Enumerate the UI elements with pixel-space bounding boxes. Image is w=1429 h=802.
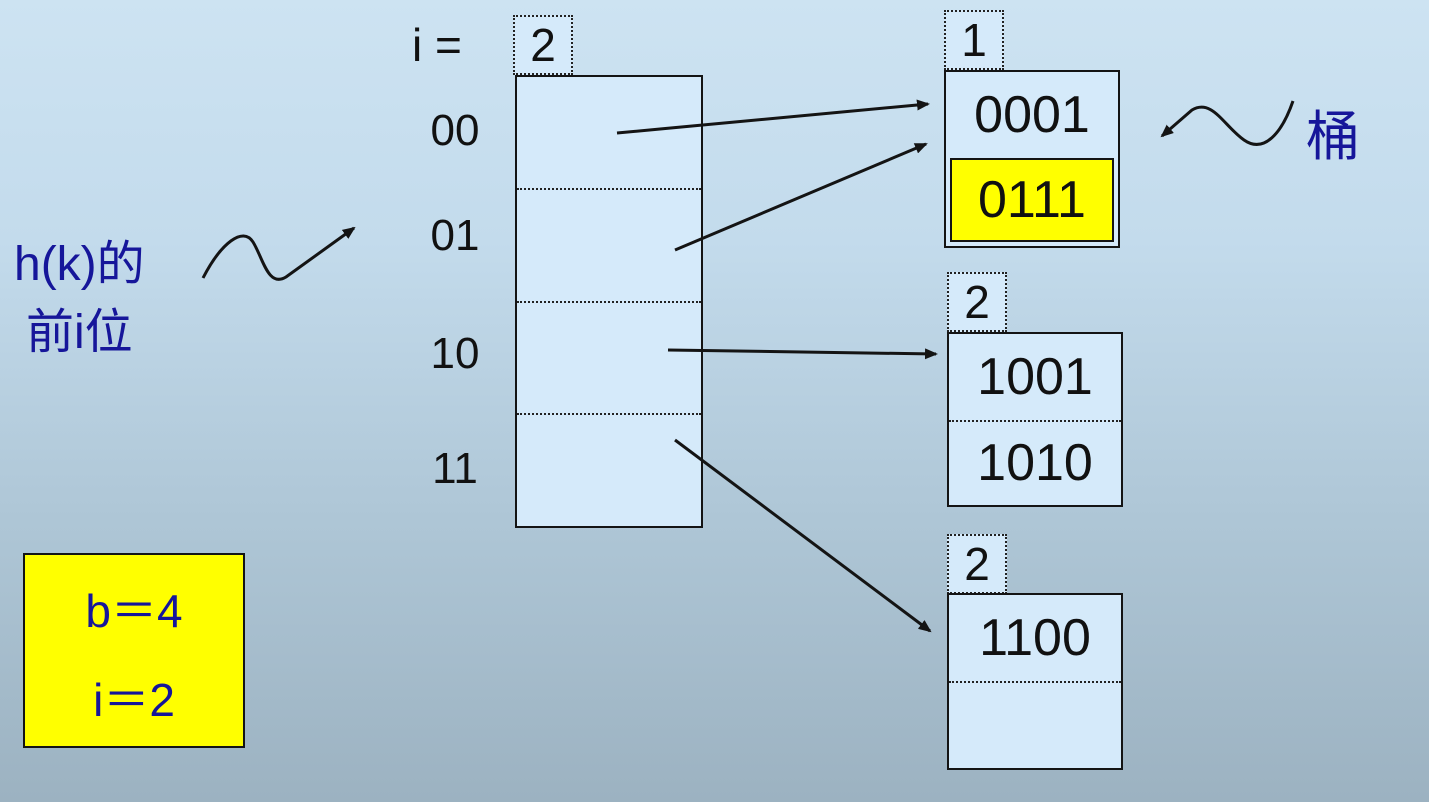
directory-label-00: 00 — [430, 106, 480, 155]
global-depth-label: i = — [412, 19, 462, 71]
bucket3-slot2-empty — [949, 681, 1121, 767]
bucket2-slot2: 1010 — [949, 419, 1121, 506]
bucket1-local-depth-box: 1 — [944, 10, 1004, 70]
bucket1-slot2-highlighted: 0111 — [950, 158, 1114, 242]
directory-label-11: 11 — [432, 444, 478, 493]
arrow-bucket-note-squiggle — [1160, 100, 1295, 146]
bucket2-local-depth-box: 2 — [947, 272, 1007, 332]
bucket3: 1100 — [947, 593, 1123, 770]
legend-box: b＝4 i＝2 — [23, 553, 245, 748]
directory-cell-00 — [517, 77, 701, 188]
hash-prefix-note-line1: h(k)的 — [14, 238, 145, 291]
directory-box — [515, 75, 703, 528]
directory-label-01: 01 — [430, 211, 480, 260]
bucket1: 0001 0111 — [944, 70, 1120, 248]
legend-bucket-size: b＝4 — [85, 585, 183, 637]
bucket3-local-depth: 2 — [964, 538, 990, 590]
global-depth-box: 2 — [513, 15, 573, 75]
bucket1-slot1: 0001 — [974, 86, 1090, 144]
bucket3-slot1: 1100 — [979, 609, 1091, 667]
bucket-note: 桶 — [1306, 107, 1360, 167]
directory-label-10: 10 — [430, 329, 480, 378]
arrow-dir10-to-bucket2 — [667, 348, 938, 360]
bucket2-local-depth: 2 — [964, 276, 990, 328]
arrow-hash-note-squiggle — [201, 226, 356, 281]
global-depth-value: 2 — [530, 19, 556, 71]
directory-cell-10 — [517, 300, 701, 414]
hash-prefix-note-line2: 前i位 — [26, 306, 133, 359]
arrow-dir11-to-bucket3 — [674, 438, 932, 633]
bucket2-slot1: 1001 — [977, 347, 1093, 406]
bucket1-local-depth: 1 — [961, 14, 987, 66]
directory-cell-01 — [517, 187, 701, 301]
directory-cell-11 — [517, 413, 701, 526]
legend-global-depth: i＝2 — [93, 674, 175, 726]
bucket3-local-depth-box: 2 — [947, 534, 1007, 594]
bucket2: 1001 1010 — [947, 332, 1123, 507]
arrow-dir01-to-bucket1 — [674, 142, 928, 252]
